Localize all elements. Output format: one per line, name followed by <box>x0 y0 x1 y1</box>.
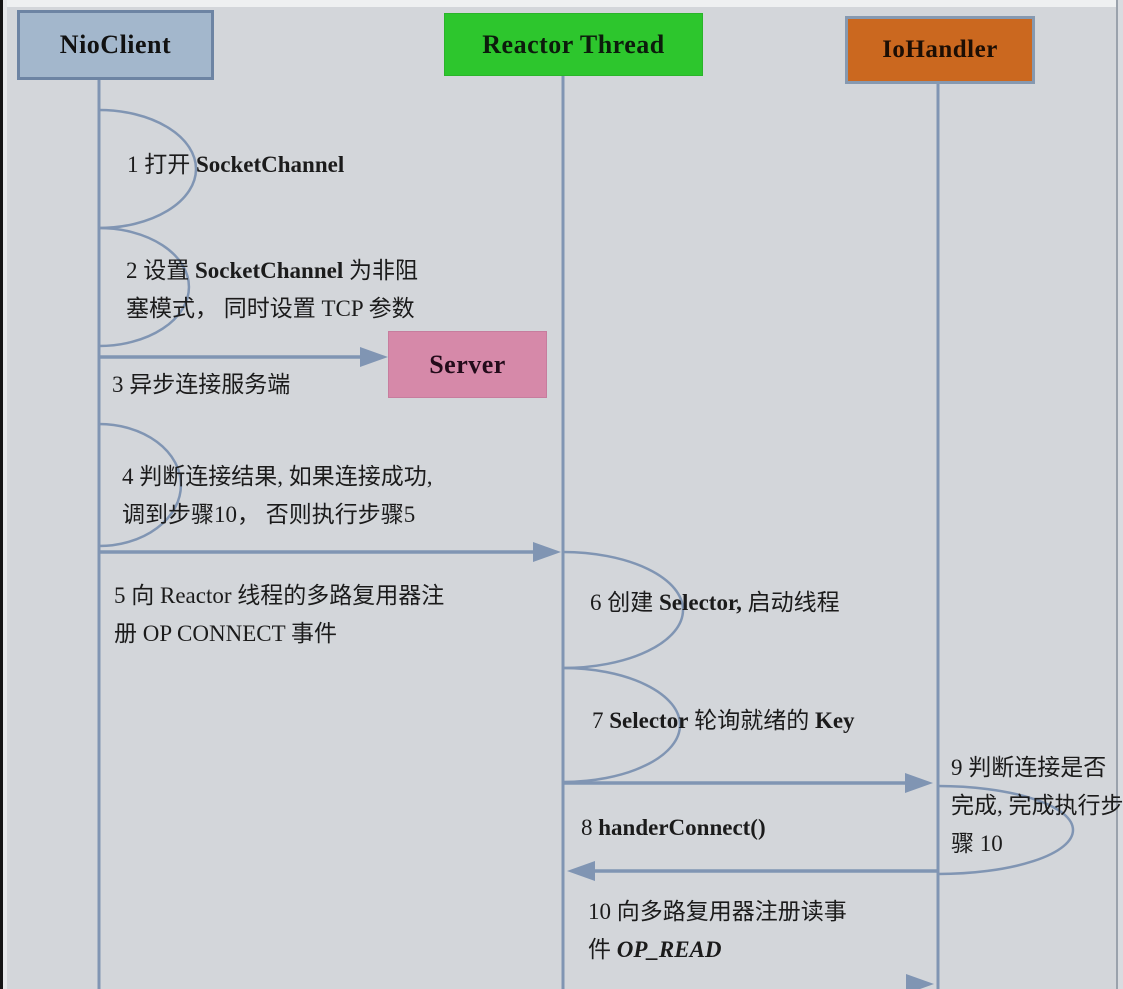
page-edge-right-pad <box>1118 0 1123 989</box>
arrowhead-step9-return <box>567 861 595 881</box>
arrowhead-step3 <box>360 347 388 367</box>
page-edge-right <box>1116 0 1118 989</box>
page-edge-top <box>0 0 1123 7</box>
page-edge-left <box>0 0 3 989</box>
actor-nioclient: NioClient <box>17 10 214 80</box>
arrowhead-step5 <box>533 542 561 562</box>
step-6-label: 6 创建 Selector, 启动线程 <box>590 590 840 615</box>
step-4-label: 4 判断连接结果, 如果连接成功, 调到步骤10， 否则执行步骤5 <box>122 464 433 527</box>
actor-iohandler-label: IoHandler <box>882 36 998 63</box>
step-8-label: 8 handerConnect() <box>581 815 766 840</box>
actor-nioclient-label: NioClient <box>59 30 172 59</box>
actor-reactor-thread: Reactor Thread <box>444 13 703 76</box>
arrowhead-bottom-partial <box>906 974 934 989</box>
actor-iohandler: IoHandler <box>845 16 1035 84</box>
step-3-label: 3 异步连接服务端 <box>112 372 291 397</box>
step-5-label: 5 向 Reactor 线程的多路复用器注 册 OP CONNECT 事件 <box>114 583 445 646</box>
actor-reactor-thread-label: Reactor Thread <box>482 29 665 59</box>
actor-server: Server <box>388 331 547 398</box>
actor-server-label: Server <box>429 349 506 379</box>
step-1-label: 1 打开 SocketChannel <box>127 152 345 177</box>
step-7-label: 7 Selector 轮询就绪的 Key <box>592 708 855 733</box>
step-10-label: 10 向多路复用器注册读事 件 OP_READ <box>588 899 847 962</box>
page-edge-left-highlight <box>3 0 7 989</box>
step-2-label: 2 设置 SocketChannel 为非阻 塞模式， 同时设置 TCP 参数 <box>126 258 418 321</box>
arrowhead-step8 <box>905 773 933 793</box>
step-9-label: 9 判断连接是否 完成, 完成执行步 骤 10 <box>951 755 1123 856</box>
